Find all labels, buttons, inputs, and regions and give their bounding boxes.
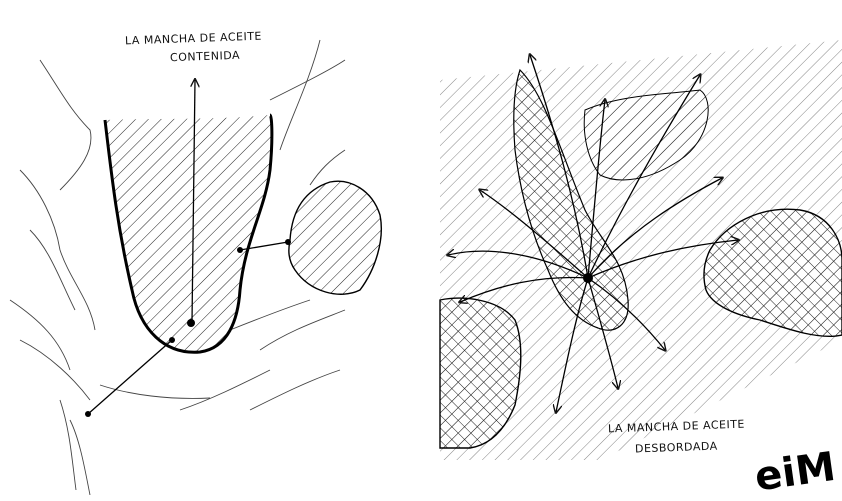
stain-origin-point — [187, 319, 195, 327]
adjacent-hatched-patch — [289, 181, 381, 294]
connector-lower-left — [88, 340, 172, 414]
contained-stain-shape — [105, 115, 272, 352]
connector-point-lower — [169, 337, 175, 343]
connector-point-ground — [85, 411, 91, 417]
overflow-origin-point — [583, 273, 593, 283]
connector-point-patch — [285, 239, 291, 245]
overflowing-stain-sketch — [440, 40, 842, 460]
left-label-line2: CONTENIDA — [170, 49, 240, 64]
connector-point-stain — [237, 247, 243, 253]
contained-stain-sketch — [10, 40, 381, 495]
